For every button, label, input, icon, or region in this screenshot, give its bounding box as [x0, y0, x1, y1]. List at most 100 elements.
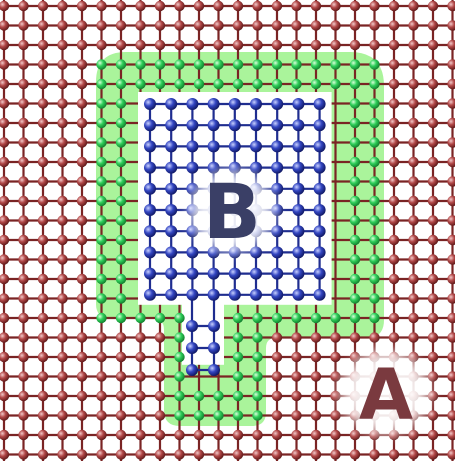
interface-atom [369, 313, 379, 323]
a-atom [77, 40, 87, 50]
a-atom [408, 118, 418, 128]
a-atom [57, 137, 67, 147]
b-atom [165, 183, 177, 195]
a-atom [57, 196, 67, 206]
a-atom [96, 352, 106, 362]
b-atom [144, 204, 156, 216]
a-atom [408, 274, 418, 284]
a-atom [330, 40, 340, 50]
b-atom [144, 246, 156, 258]
interface-atom [350, 254, 360, 264]
b-atom [144, 268, 156, 280]
a-atom [57, 274, 67, 284]
interface-atom [155, 313, 165, 323]
a-atom [291, 1, 301, 11]
a-atom [272, 449, 282, 459]
a-atom [57, 410, 67, 420]
b-atom [314, 140, 326, 152]
a-atom [428, 410, 438, 420]
a-atom [18, 196, 28, 206]
a-atom [77, 176, 87, 186]
interface-atom [135, 79, 145, 89]
interface-atom [96, 313, 106, 323]
interface-atom [350, 98, 360, 108]
a-atom [135, 371, 145, 381]
a-atom [369, 449, 379, 459]
a-atom [330, 1, 340, 11]
b-atom [144, 162, 156, 174]
a-atom [311, 352, 321, 362]
a-atom [291, 430, 301, 440]
a-atom [77, 332, 87, 342]
a-atom [389, 118, 399, 128]
interface-atom [96, 59, 106, 69]
b-atom [314, 204, 326, 216]
b-atom [186, 342, 198, 354]
a-atom [272, 352, 282, 362]
b-atom [208, 342, 220, 354]
a-atom [18, 215, 28, 225]
interface-atom [116, 313, 126, 323]
a-atom [38, 40, 48, 50]
b-atom [229, 289, 241, 301]
interface-atom [233, 313, 243, 323]
a-atom [213, 40, 223, 50]
interface-atom [252, 410, 262, 420]
interface-atom [369, 137, 379, 147]
b-atom [165, 119, 177, 131]
a-atom [155, 410, 165, 420]
b-atom [292, 140, 304, 152]
b-atom [144, 183, 156, 195]
interface-atom [96, 235, 106, 245]
a-atom [428, 59, 438, 69]
a-atom [155, 20, 165, 30]
b-atom [165, 140, 177, 152]
a-atom [57, 313, 67, 323]
a-atom [57, 157, 67, 167]
b-atom [186, 140, 198, 152]
a-atom [330, 410, 340, 420]
a-atom [135, 332, 145, 342]
b-atom [165, 246, 177, 258]
interface-atom [233, 391, 243, 401]
a-atom [38, 254, 48, 264]
interface-atom [350, 137, 360, 147]
interface-atom [135, 313, 145, 323]
a-atom [408, 1, 418, 11]
b-atom [271, 289, 283, 301]
interface-atom [233, 352, 243, 362]
a-atom [194, 20, 204, 30]
b-atom [250, 289, 262, 301]
interface-atom [291, 313, 301, 323]
a-atom [408, 20, 418, 30]
b-atom [208, 364, 220, 376]
b-atom [271, 268, 283, 280]
a-atom [428, 371, 438, 381]
b-atom [186, 268, 198, 280]
a-atom [77, 59, 87, 69]
a-atom [311, 430, 321, 440]
a-atom [389, 20, 399, 30]
a-atom [77, 1, 87, 11]
interface-atom [116, 118, 126, 128]
b-atom [208, 119, 220, 131]
interface-atom [174, 410, 184, 420]
a-atom [389, 293, 399, 303]
interface-atom [369, 215, 379, 225]
a-atom [77, 98, 87, 108]
interface-atom [116, 274, 126, 284]
b-atom [229, 140, 241, 152]
a-atom [330, 352, 340, 362]
a-atom [18, 59, 28, 69]
a-atom [272, 410, 282, 420]
a-atom [18, 98, 28, 108]
a-atom [233, 449, 243, 459]
interface-atom [252, 59, 262, 69]
interface-atom [350, 79, 360, 89]
interface-atom [369, 254, 379, 264]
a-atom [408, 176, 418, 186]
a-atom [57, 235, 67, 245]
a-atom [57, 449, 67, 459]
a-atom [389, 196, 399, 206]
a-atom [18, 391, 28, 401]
